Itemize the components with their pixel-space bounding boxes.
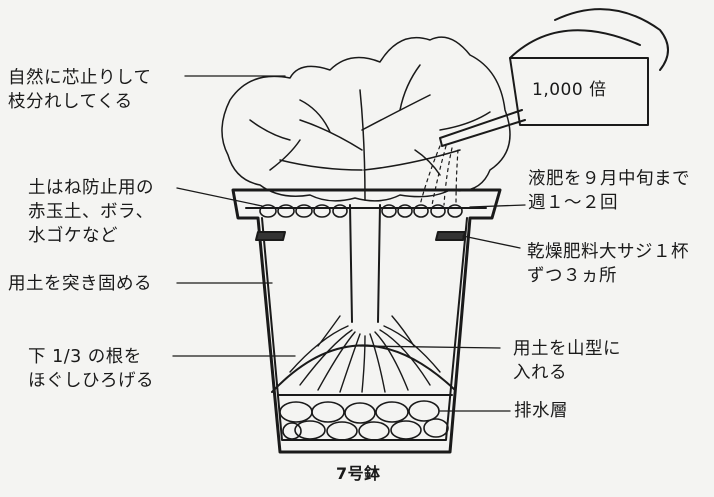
water-stream: [419, 145, 459, 206]
fertilizer-patches: [255, 231, 466, 241]
roots: [289, 315, 441, 393]
label-drainage-layer: 排水層: [514, 401, 568, 421]
pot: [231, 188, 502, 454]
label-soil-mound: 用土を山型に 入れる: [513, 339, 621, 383]
leader-lines: [172, 75, 526, 412]
label-natural-branching: 自然に芯止りして 枝分れしてくる: [8, 68, 152, 112]
watering-can-ratio: 1,000 倍: [532, 80, 607, 100]
foliage: [221, 36, 511, 202]
label-mulch: 土はね防止用の 赤玉土、ボラ、 水ゴケなど: [28, 178, 154, 246]
label-spread-roots: 下 1/3 の根を ほぐしひろげる: [28, 347, 154, 391]
label-compact-soil: 用土を突き固める: [8, 274, 152, 294]
watering-can: [439, 8, 669, 147]
trunk: [349, 204, 381, 323]
label-liquid-fertilizer: 液肥を９月中旬まで 週１～２回: [528, 169, 690, 213]
drainage-pebbles: [279, 400, 449, 441]
label-dry-fertilizer: 乾燥肥料大サジ１杯 ずつ３ヵ所: [527, 242, 689, 286]
mulch-pebbles: [259, 204, 463, 218]
pot-size-caption: 7号鉢: [336, 464, 381, 483]
